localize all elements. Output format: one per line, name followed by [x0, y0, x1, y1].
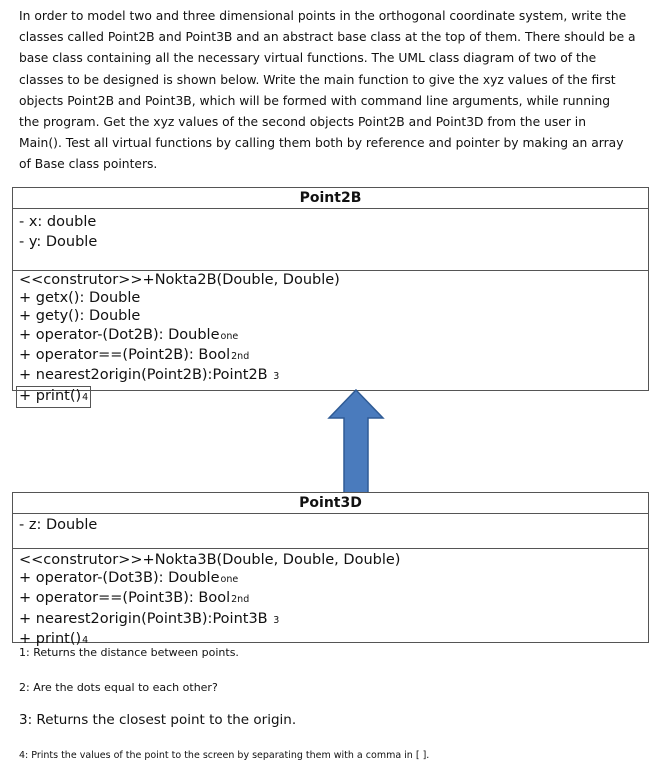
attribute-x: - x: double — [19, 214, 97, 230]
intro-line: of Base class pointers. — [19, 157, 158, 172]
operation-nearest2origin: + nearest2origin(Point2B):Point2B 3 — [19, 367, 280, 384]
operation-equals: + operator==(Point3B): Bool2nd — [19, 590, 250, 607]
operation-print: + print()4 — [16, 386, 642, 409]
operation-nearest2origin: + nearest2origin(Point3B):Point3B 3 — [19, 610, 280, 627]
intro-line: In order to model two and three dimensio… — [19, 9, 627, 23]
inheritance-arrow-icon — [327, 388, 385, 495]
operation-minus: + operator-(Dot2B): Doubleone — [19, 326, 239, 343]
operation-getx: + getx(): Double — [19, 290, 141, 307]
intro-line: classes to be designed is shown below. W… — [19, 72, 616, 87]
intro-line: objects Point2B and Point3B, which will … — [19, 93, 611, 108]
class-title: Point3D — [13, 493, 648, 514]
class-title: Point2B — [13, 188, 648, 209]
footnote-3: 3: Returns the closest point to the orig… — [19, 712, 297, 728]
attributes-section: - x: double - y: Double — [13, 209, 648, 271]
operation-equals: + operator==(Point2B): Bool2nd — [19, 346, 250, 363]
footnote-1: 1: Returns the distance between points. — [19, 646, 239, 659]
problem-description: In order to model two and three dimensio… — [19, 6, 645, 176]
operation-minus: + operator-(Dot3B): Doubleone — [19, 570, 239, 587]
uml-class-point3d: Point3D - z: Double <<construtor>>+Nokta… — [12, 492, 649, 647]
intro-line: classes called Point2B and Point3B and a… — [19, 30, 636, 45]
attribute-z: - z: Double — [19, 517, 98, 533]
constructor: <<construtor>>+Nokta3B(Double, Double, D… — [19, 552, 401, 568]
footnote-2: 2: Are the dots equal to each other? — [19, 681, 218, 694]
operation-print: + print()4 — [19, 630, 89, 647]
operation-gety: + gety(): Double — [19, 308, 141, 325]
attribute-y: - y: Double — [19, 233, 98, 250]
intro-line: base class containing all the necessary … — [19, 51, 597, 66]
operations-section: <<construtor>>+Nokta2B(Double, Double) +… — [13, 271, 648, 409]
intro-line: the program. Get the xyz values of the s… — [19, 115, 586, 130]
uml-class-point2b: Point2B - x: double - y: Double <<constr… — [12, 187, 649, 409]
attributes-section: - z: Double — [13, 514, 648, 549]
operations-section: <<construtor>>+Nokta3B(Double, Double, D… — [13, 549, 648, 650]
footnote-4: 4: Prints the values of the point to the… — [19, 750, 430, 761]
intro-line: Main(). Test all virtual functions by ca… — [19, 136, 624, 151]
constructor: <<construtor>>+Nokta2B(Double, Double) — [19, 272, 340, 288]
